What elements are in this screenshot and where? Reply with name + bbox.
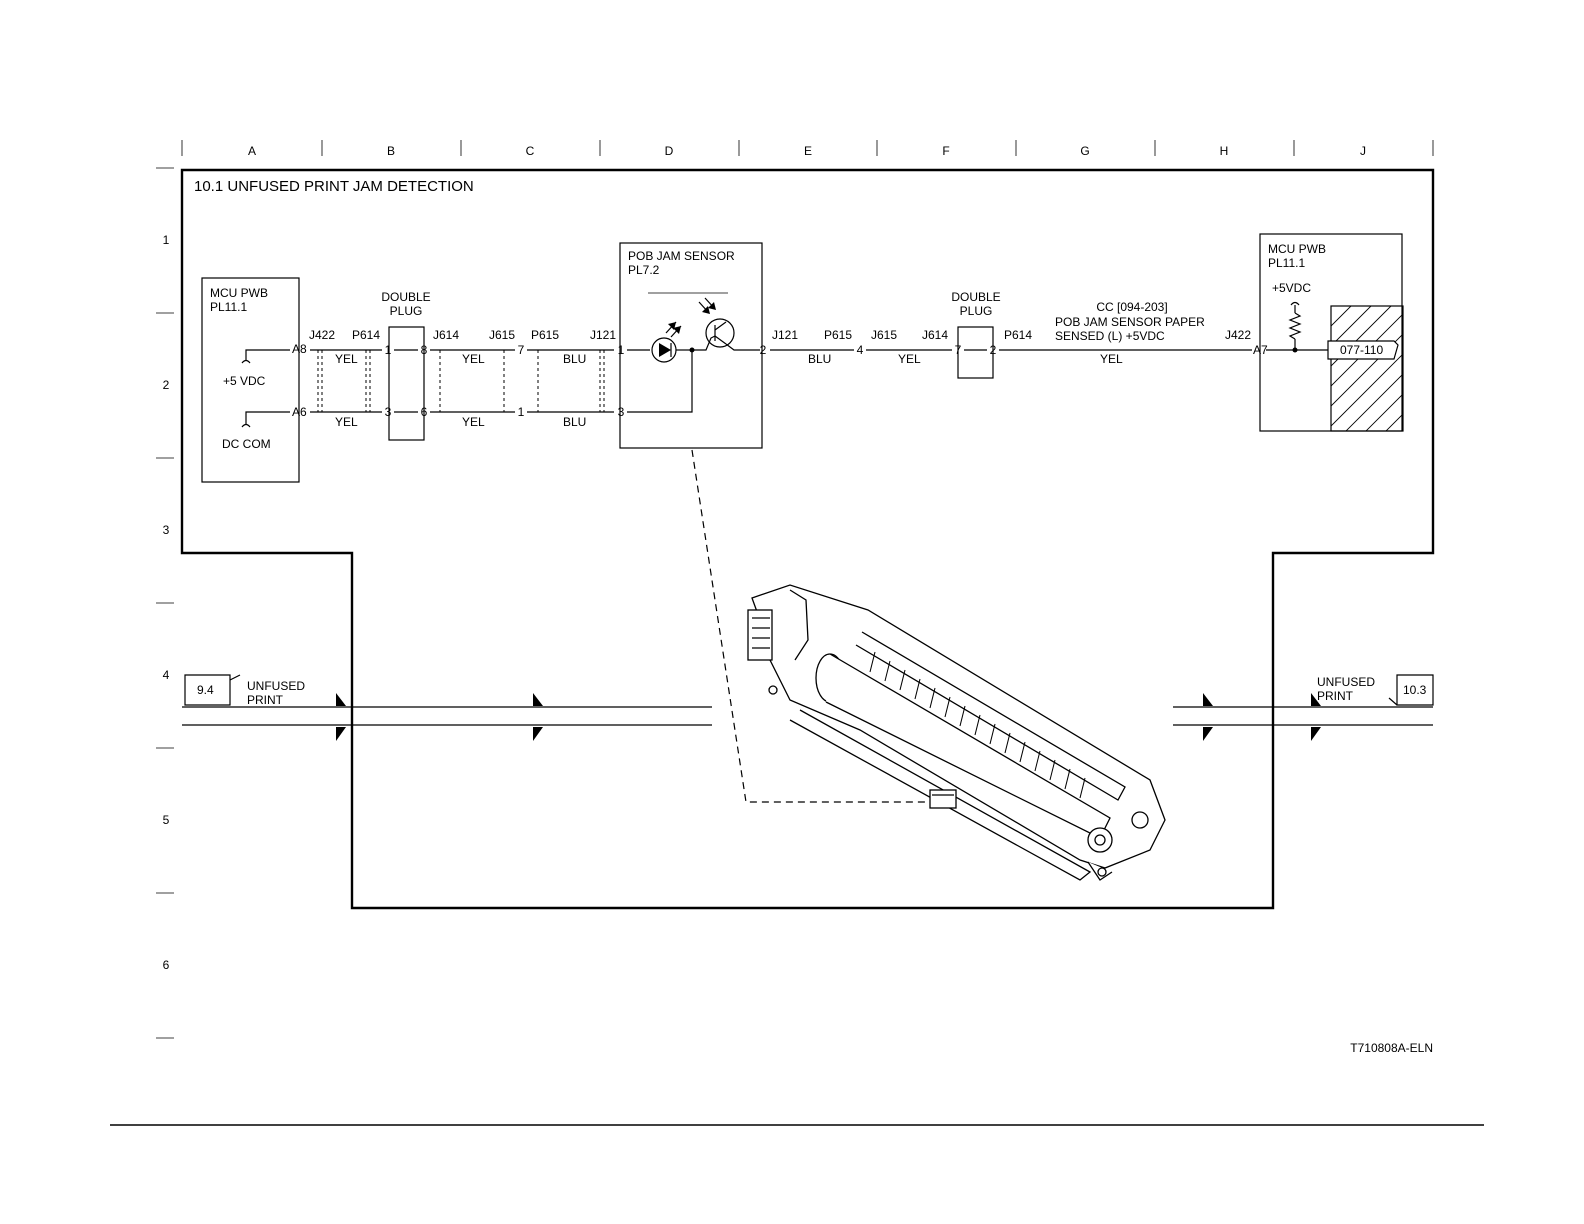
v5-label: +5 VDC — [223, 374, 266, 388]
ref-left: 9.4 — [197, 683, 214, 697]
sensor-leader-line — [691, 449, 932, 803]
flow-label: UNFUSED — [247, 679, 305, 693]
ref-right: 10.3 — [1403, 683, 1427, 697]
pin-label: 7 — [955, 343, 962, 357]
column-ruler: A B C D E F G H J — [181, 140, 1434, 158]
pin-label: 8 — [421, 343, 428, 357]
row-label: 4 — [163, 668, 170, 682]
wire-color-blu: BLU — [808, 352, 831, 366]
mcu-left-name: MCU PWB — [210, 286, 268, 300]
figure-id: T710808A-ELN — [1350, 1041, 1433, 1055]
wire-color-yel: YEL — [1100, 352, 1123, 366]
column-label: J — [1360, 144, 1366, 158]
dccom-label: DC COM — [222, 437, 271, 451]
column-label: E — [804, 144, 812, 158]
pin-a8: A8 — [292, 342, 307, 356]
column-label: C — [526, 144, 535, 158]
j614-left: J614 — [433, 328, 459, 342]
twisted-pair-markers — [317, 350, 605, 412]
offpage-connector-left: 9.4 UNFUSED PRINT — [184, 674, 305, 707]
row-ruler: 1 2 3 4 5 6 — [156, 167, 174, 1039]
mcu-right-name: MCU PWB — [1268, 242, 1326, 256]
pin-label: 6 — [421, 405, 428, 419]
column-label: D — [665, 144, 674, 158]
wire-bottom — [310, 350, 693, 413]
pin-label: 3 — [385, 405, 392, 419]
fuser-assembly-illustration — [747, 584, 1166, 881]
double-plug-1: DOUBLE PLUG 1 8 3 6 — [381, 290, 431, 441]
j614-right: J614 — [922, 328, 948, 342]
j615-left: J615 — [489, 328, 515, 342]
mcu-right-pl: PL11.1 — [1268, 256, 1305, 270]
p614-right: P614 — [1004, 328, 1032, 342]
pin-label: 2 — [990, 343, 997, 357]
plug1-name: PLUG — [390, 304, 423, 318]
j121-left: J121 — [590, 328, 616, 342]
column-label: G — [1080, 144, 1089, 158]
mcu-pwb-left: MCU PWB PL11.1 +5 VDC DC COM A8 A6 — [201, 277, 307, 483]
plug1-name: DOUBLE — [381, 290, 430, 304]
offpage-connector-right: 10.3 UNFUSED PRINT — [1317, 674, 1434, 706]
pin-label: 3 — [618, 405, 625, 419]
flow-label: UNFUSED — [1317, 675, 1375, 689]
plug3-name: PLUG — [960, 304, 993, 318]
sensor-pin-out: 2 — [760, 343, 767, 357]
wire-color-blu: BLU — [563, 352, 586, 366]
column-label: A — [248, 144, 256, 158]
wire-color-yel: YEL — [898, 352, 921, 366]
column-label: H — [1220, 144, 1229, 158]
wire-color-yel: YEL — [335, 352, 358, 366]
flow-label: PRINT — [1317, 689, 1354, 703]
row-label: 1 — [163, 233, 170, 247]
j422-left: J422 — [309, 328, 335, 342]
j121-right: J121 — [772, 328, 798, 342]
plug3-name: DOUBLE — [951, 290, 1000, 304]
ref-077-110: 077-110 — [1340, 343, 1383, 357]
wire-color-yel: YEL — [462, 352, 485, 366]
sensor-pl: PL7.2 — [628, 263, 660, 277]
row-label: 3 — [163, 523, 170, 537]
pin-label: 1 — [385, 343, 392, 357]
pin-label: 1 — [618, 343, 625, 357]
column-label: F — [942, 144, 949, 158]
signal-line2: SENSED (L) +5VDC — [1055, 329, 1165, 343]
pin-a6: A6 — [292, 405, 307, 419]
row-label: 5 — [163, 813, 170, 827]
mcu-left-pl: PL11.1 — [210, 300, 247, 314]
j422-right: J422 — [1225, 328, 1251, 342]
row-label: 2 — [163, 378, 170, 392]
signal-line1: POB JAM SENSOR PAPER — [1055, 315, 1205, 329]
v5-right: +5VDC — [1272, 281, 1311, 295]
wire-color-yel: YEL — [462, 415, 485, 429]
j615-right: J615 — [871, 328, 897, 342]
wire-color-blu: BLU — [563, 415, 586, 429]
column-label: B — [387, 144, 395, 158]
p615-left: P615 — [531, 328, 559, 342]
pin-label: 4 — [857, 343, 864, 357]
flow-label: PRINT — [247, 693, 284, 707]
row-label: 6 — [163, 958, 170, 972]
paper-path — [182, 693, 1433, 741]
pin-label: 1 — [518, 405, 525, 419]
pin-label: 7 — [518, 343, 525, 357]
sensor-name: POB JAM SENSOR — [628, 249, 735, 263]
p614-left: P614 — [352, 328, 380, 342]
cc-label: CC [094-203] — [1096, 300, 1167, 314]
wire-color-yel: YEL — [335, 415, 358, 429]
double-plug-2: DOUBLE PLUG 7 2 — [951, 290, 1001, 379]
diagram-title: 10.1 UNFUSED PRINT JAM DETECTION — [194, 178, 474, 195]
pob-jam-sensor: POB JAM SENSOR PL7.2 2 — [619, 242, 767, 449]
mcu-pwb-right: MCU PWB PL11.1 +5VDC 077-110 — [1259, 233, 1404, 432]
p615-right: P615 — [824, 328, 852, 342]
diagram-frame — [180, 168, 1435, 910]
